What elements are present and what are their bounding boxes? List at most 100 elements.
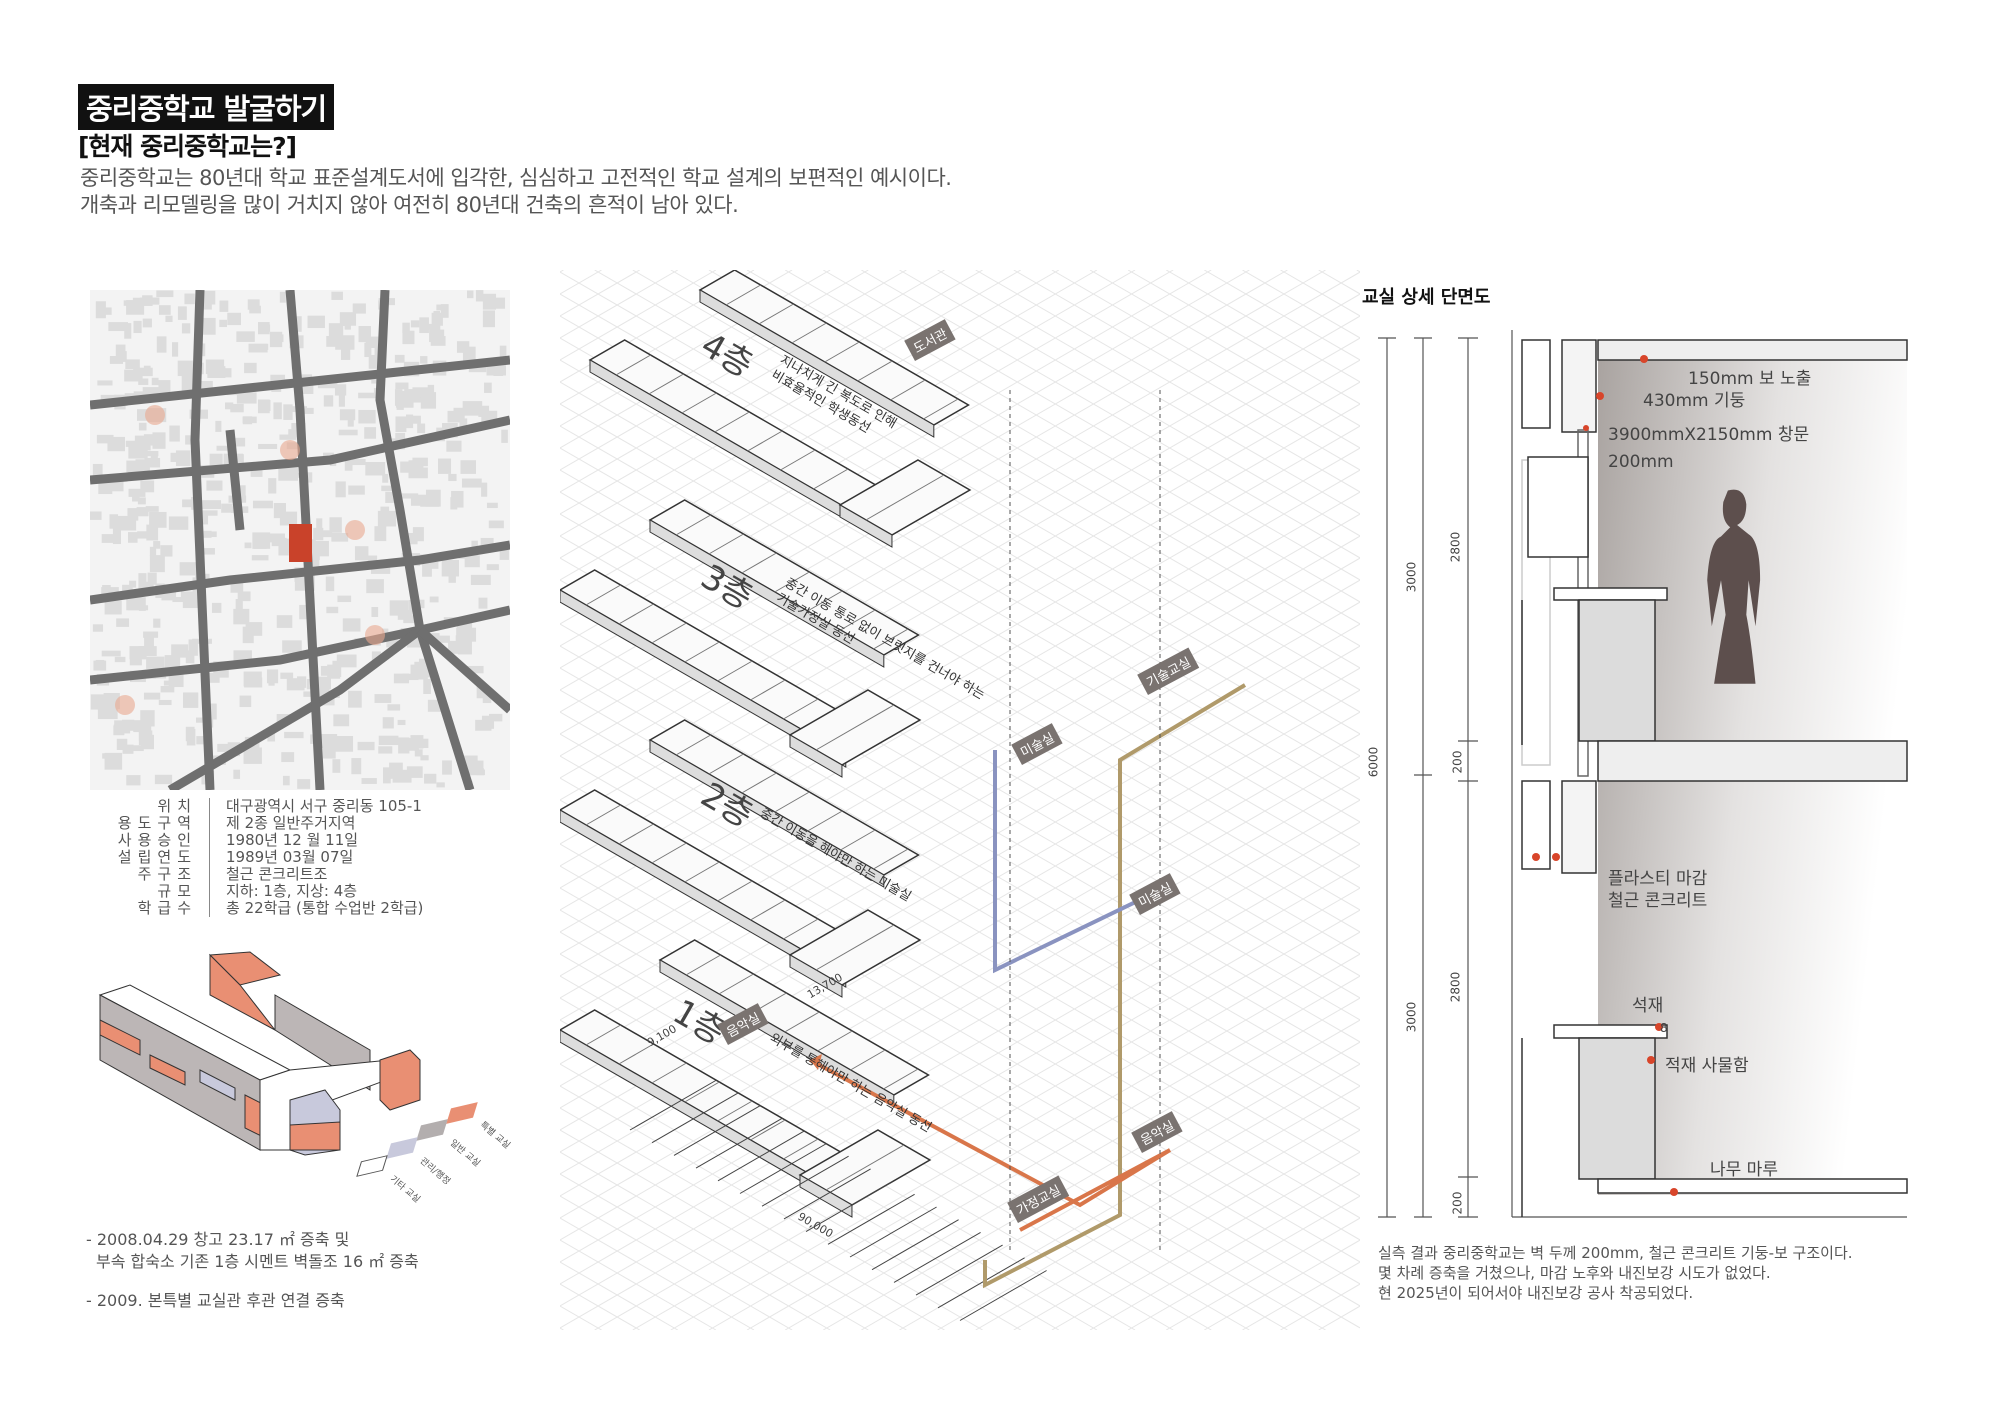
room-partition <box>780 449 816 471</box>
building-footprint <box>486 502 498 509</box>
grid-dimension-line <box>915 1244 1003 1296</box>
room-partition <box>865 474 945 521</box>
grid-line <box>560 1239 717 1330</box>
building-footprint <box>316 530 333 538</box>
building-footprint <box>184 293 195 305</box>
building-footprint <box>145 506 159 512</box>
building-footprint <box>252 500 273 509</box>
grid-line <box>1165 270 1360 383</box>
building-footprint <box>109 356 124 364</box>
building-footprint <box>348 485 365 495</box>
road <box>225 429 245 531</box>
building-footprint <box>154 774 173 785</box>
building-footprint <box>325 576 335 592</box>
road <box>375 290 475 790</box>
building-footprint <box>171 644 189 658</box>
history-note: 부속 합숙소 기존 1층 시멘트 벽돌조 16 ㎡ 증축 <box>96 1252 419 1271</box>
building-footprint <box>196 717 207 723</box>
grid-line <box>1013 270 1360 471</box>
building-footprint <box>182 597 200 609</box>
building-footprint <box>423 678 431 694</box>
building-footprint <box>126 369 136 381</box>
section-subtitle: [현재 중리중학교는?] <box>78 132 297 161</box>
grid-line <box>560 270 907 471</box>
building-footprint <box>228 437 246 447</box>
building-footprint <box>142 295 153 306</box>
building-footprint <box>143 434 161 446</box>
intro-line-1: 중리중학교는 80년대 학교 표준설계도서에 입각한, 심심하고 고전적인 학교… <box>80 166 952 190</box>
building-footprint <box>361 778 377 784</box>
grid-line <box>560 865 1360 1329</box>
dim-clear: 2800 <box>1448 531 1463 563</box>
building-footprint <box>132 492 140 502</box>
building-footprint <box>448 473 457 482</box>
building-footprint <box>266 669 279 684</box>
building-footprint <box>408 467 428 479</box>
building-footprint <box>406 766 423 778</box>
building-footprint <box>279 511 298 526</box>
person-silhouette <box>1707 489 1761 684</box>
grid-line <box>560 270 1136 603</box>
grid-line <box>560 270 831 427</box>
grid-dimension-line <box>871 1219 959 1271</box>
building-footprint <box>129 580 137 588</box>
building-footprint <box>236 485 246 502</box>
building-footprint <box>440 304 449 318</box>
building-footprint <box>244 542 252 549</box>
building-footprint <box>377 510 397 527</box>
floor-bridge-face <box>839 504 893 548</box>
grid-dimension-line <box>739 1143 827 1194</box>
building-footprint <box>489 713 503 722</box>
grid-line <box>861 270 1360 559</box>
building-footprint <box>310 540 329 557</box>
room-partition <box>725 284 761 306</box>
building-footprint <box>495 297 506 309</box>
building-footprint <box>412 527 424 542</box>
building-footprint <box>101 534 118 543</box>
building-footprint <box>341 348 351 360</box>
building-footprint <box>185 650 195 664</box>
building-footprint <box>283 404 293 420</box>
building-footprint <box>165 315 173 322</box>
building-footprint <box>209 453 223 468</box>
building-footprint <box>236 331 255 342</box>
building-footprint <box>115 344 126 359</box>
building-footprint <box>95 301 106 319</box>
building-footprint <box>244 362 257 374</box>
building-footprint <box>133 320 142 334</box>
building-footprint <box>431 312 443 326</box>
building-footprint <box>205 672 220 683</box>
building-footprint <box>247 299 260 310</box>
room-partition <box>585 804 621 826</box>
building-footprint <box>468 364 487 373</box>
building-footprint <box>90 694 111 710</box>
room-partition <box>718 973 754 995</box>
building-footprint <box>410 494 429 506</box>
grid-dimension-line <box>937 1257 1025 1309</box>
room-partition <box>923 398 959 420</box>
building-footprint <box>284 731 304 739</box>
building-footprint <box>252 532 271 549</box>
room-partition <box>714 411 750 433</box>
building-footprint <box>182 499 195 508</box>
building-footprint <box>216 445 236 451</box>
building-footprint <box>395 416 407 433</box>
grid-line <box>594 270 1360 713</box>
arrow-head-icon <box>810 1054 822 1070</box>
building-footprint <box>125 359 140 370</box>
building-footprint <box>335 481 346 498</box>
building-footprint <box>125 440 141 447</box>
building-footprint <box>358 392 377 399</box>
room-partition <box>708 753 744 775</box>
building-footprint <box>403 615 419 624</box>
building-footprint <box>456 621 473 633</box>
building-footprint <box>206 480 223 491</box>
building-footprint <box>365 462 386 476</box>
grid-line <box>560 270 869 449</box>
room-partition <box>783 698 819 720</box>
building-footprint <box>476 682 485 699</box>
label-beam: 150mm 보 노출 <box>1688 369 1812 389</box>
building-footprint <box>104 600 122 615</box>
building-footprint <box>131 745 144 752</box>
grid-line <box>975 270 1360 493</box>
